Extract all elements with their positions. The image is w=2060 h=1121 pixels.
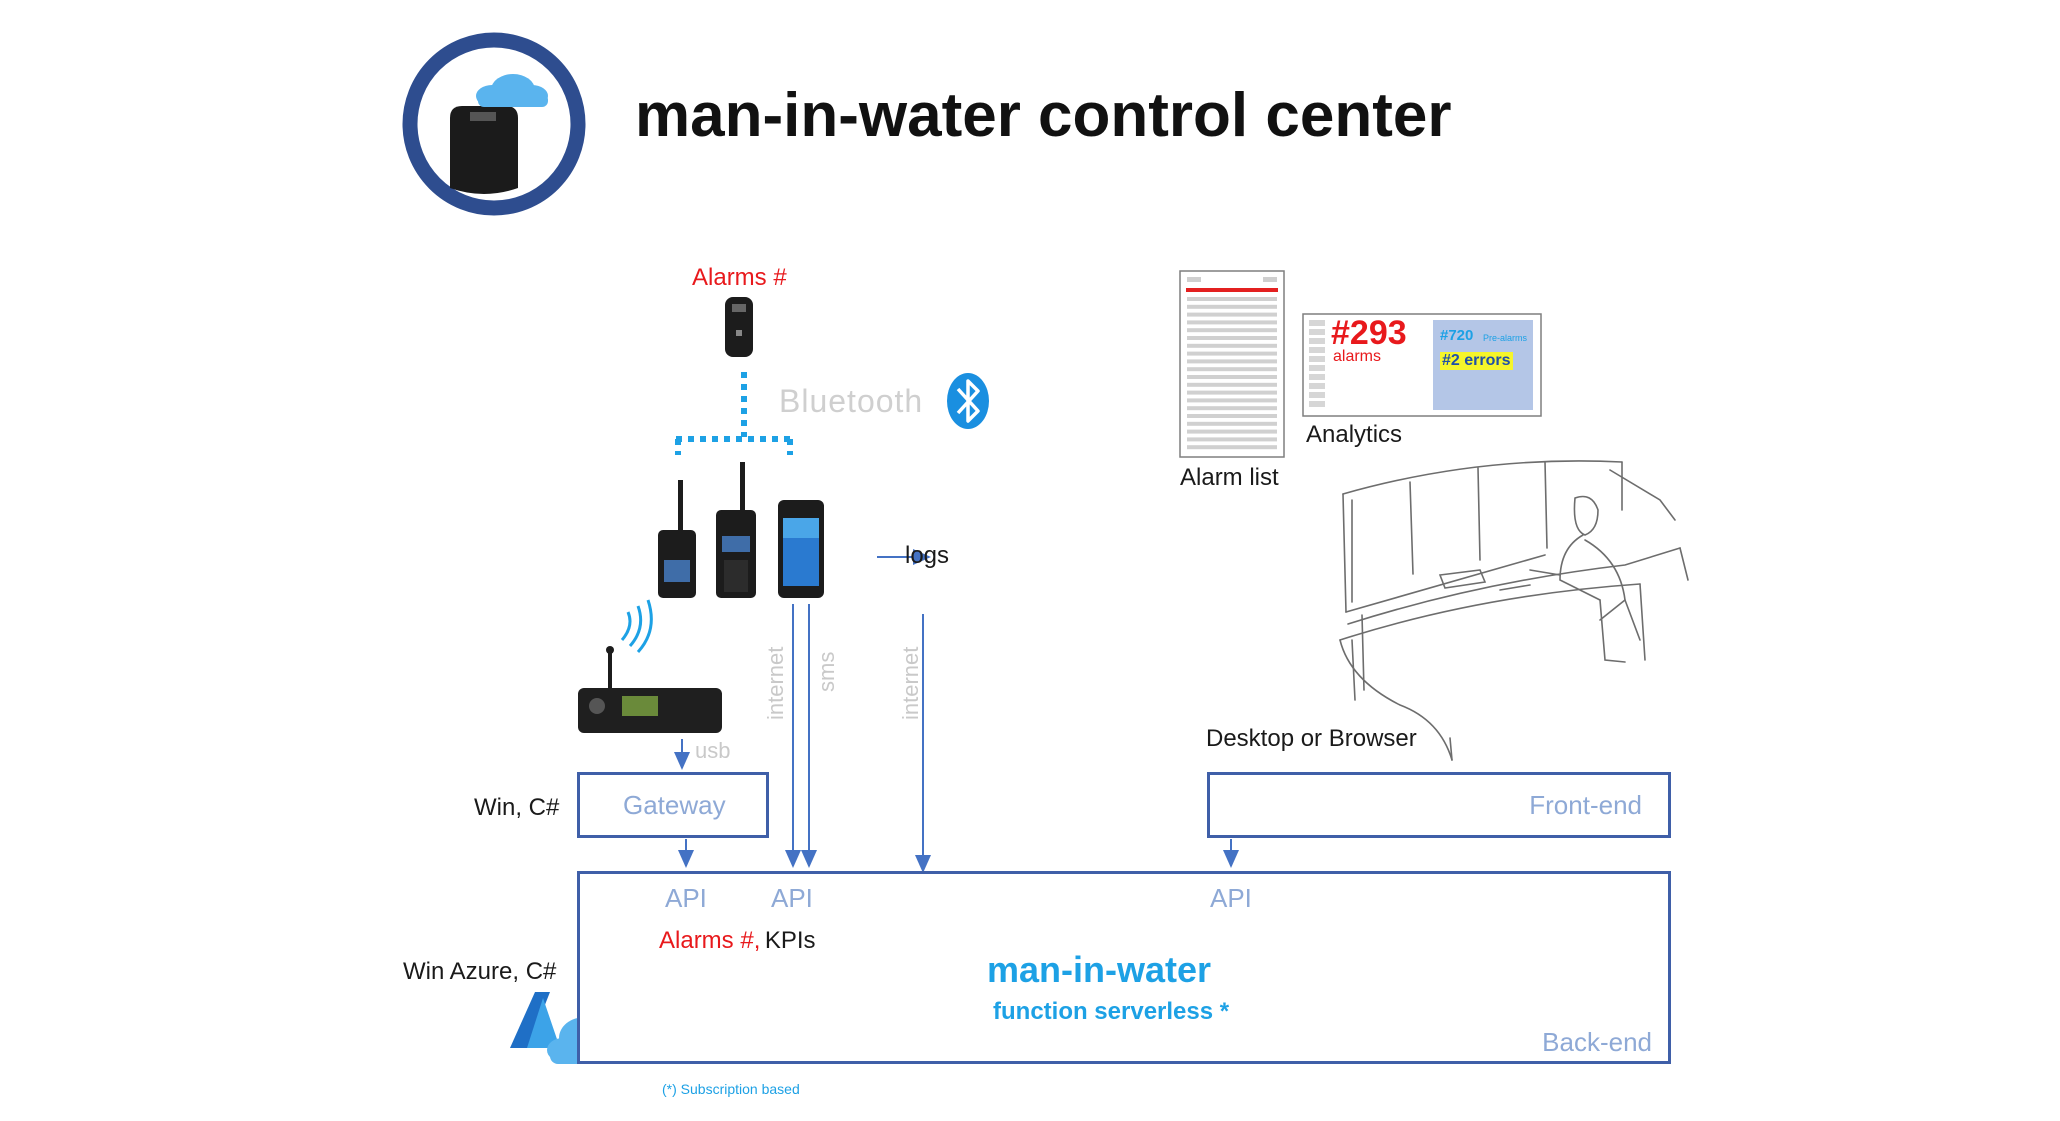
analytics-row [1309,401,1325,407]
internet-label-2: internet [898,646,923,720]
api-label-3: API [1210,883,1252,913]
frontend-caption: Desktop or Browser [1206,725,1417,752]
backend-label: Back-end [1542,1027,1652,1057]
alarm-count: #293 [1331,314,1407,352]
analytics-row [1309,374,1325,380]
sms-label: sms [814,651,839,692]
alarm-list-row [1187,445,1277,450]
analytics-row [1309,347,1325,353]
alarm-list-row [1187,304,1277,309]
internet-label-1: internet [763,646,788,720]
alarm-list-row [1187,398,1277,403]
alarm-list-row [1187,421,1277,426]
alarm-list-row [1187,343,1277,348]
analytics-label: Analytics [1306,421,1403,448]
analytics-row [1309,383,1325,389]
wearable-alarms-label: Alarms # [692,264,787,291]
analytics-row [1309,320,1325,326]
alarm-list-row [1187,382,1277,387]
frontend-box: Front-end [1207,772,1671,838]
alarm-list-row [1187,297,1277,301]
control-room-sketch-icon [1339,460,1689,761]
wireless-signal-icon [620,599,653,654]
backend-name: man-in-water [987,949,1212,990]
alarm-list-row [1187,312,1277,317]
cloud-icon [476,74,548,107]
analytics-row [1309,365,1325,371]
backend-subtitle: function serverless * [993,998,1230,1025]
api-label-1: API [665,883,707,913]
logs-label: logs [905,542,950,569]
prealarm-count: #720 [1440,327,1474,344]
bluetooth-icon [947,373,989,429]
gateway-box: Gateway [577,772,769,838]
alarm-list-icon [1179,270,1285,458]
analytics-row [1309,392,1325,398]
backend-alarms-text: Alarms #, [659,927,761,954]
azure-logo-icon [510,992,560,1048]
alarm-word: alarms [1333,348,1382,365]
analytics-row [1309,338,1325,344]
gateway-label: Gateway [623,790,726,820]
bluetooth-link [675,372,793,455]
analytics-row [1309,329,1325,335]
prealarm-word: Pre-alarms [1483,333,1528,343]
alarm-list-row [1187,328,1277,333]
alarm-list-row [1187,367,1277,372]
radio-2-icon [716,462,756,598]
api-label-2: API [771,883,813,913]
alarm-list-row [1187,359,1277,364]
alarm-list-row [1187,375,1277,379]
radio-1-icon [658,480,696,598]
page-title: man-in-water control center [635,81,1452,150]
backend-platform-label: Win Azure, C# [403,958,557,985]
alarm-list-label: Alarm list [1180,464,1279,491]
alarm-list-row [1187,390,1277,395]
usb-label: usb [695,738,731,763]
logo-icon [402,32,586,216]
alarm-list-row [1187,336,1277,340]
alarm-list-row [1187,351,1277,356]
gateway-platform-label: Win, C# [474,794,560,821]
backend-data-line: Alarms #, KPIs [659,927,816,955]
smart-radio-icon [778,500,824,598]
alarm-list-row [1187,429,1277,434]
alarm-list-row [1187,320,1277,325]
analytics-panel [1302,313,1542,417]
alarm-list-row [1187,406,1277,411]
bluetooth-label: Bluetooth [779,383,924,419]
mobile-radio-icon [578,646,722,733]
frontend-label: Front-end [1529,790,1642,820]
analytics-row [1309,356,1325,362]
errors-badge: #2 errors [1440,352,1513,370]
wearable-device-icon [725,297,753,357]
backend-box: API API API Alarms #, KPIs man-in-water … [577,871,1671,1064]
alarm-list-row [1187,414,1277,418]
alarm-list-row [1187,437,1277,442]
subscription-footnote: (*) Subscription based [662,1081,800,1097]
backend-kpis-text: KPIs [764,927,816,954]
